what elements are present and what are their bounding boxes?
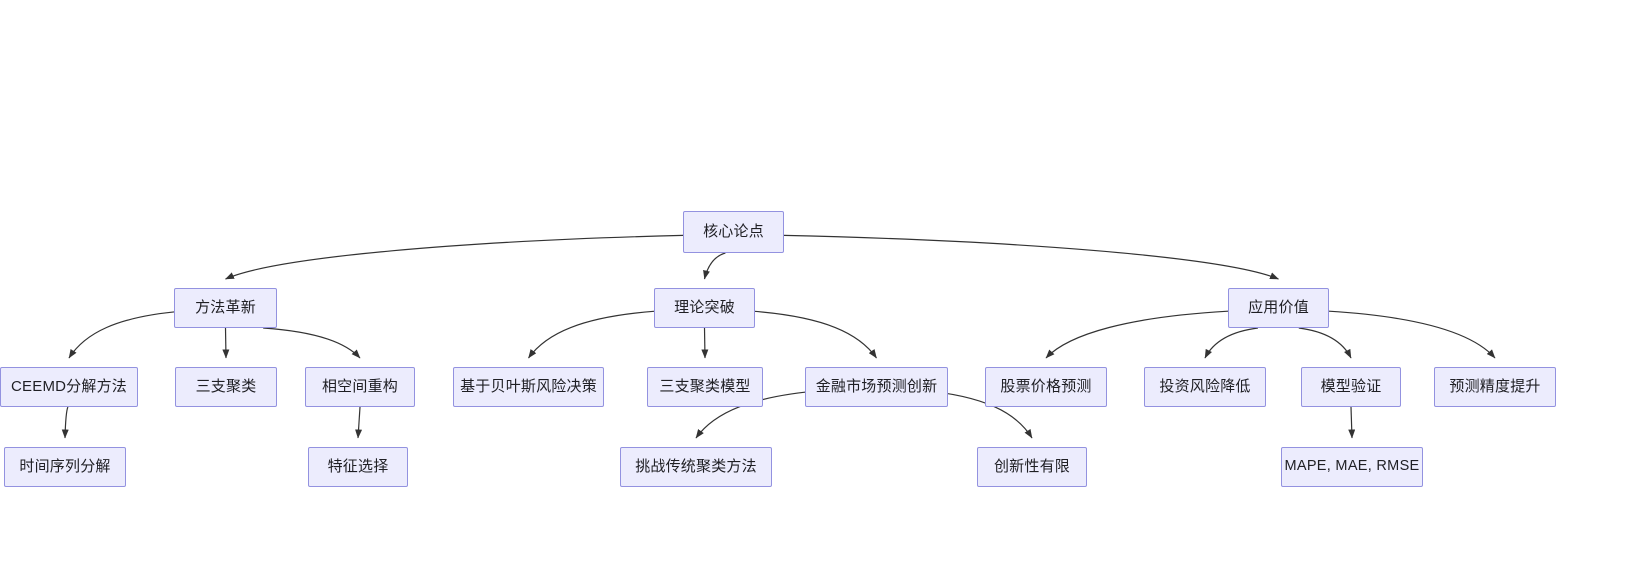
flow-edge-core-to-application — [783, 234, 1279, 280]
flow-edge-phase-to-featsel — [355, 406, 363, 439]
flow-node-bayes[interactable]: 基于贝叶斯风险决策 — [453, 367, 604, 407]
flow-node-core[interactable]: 核心论点 — [683, 211, 784, 253]
flow-edge-method-to-ceemd — [68, 310, 182, 359]
flow-node-label: 模型验证 — [1320, 377, 1382, 395]
flow-node-finance[interactable]: 金融市场预测创新 — [805, 367, 948, 407]
flow-edge-method-to-phase — [263, 327, 361, 359]
flow-node-label: 时间序列分解 — [19, 457, 111, 475]
flow-edge-core-to-method — [225, 234, 684, 280]
flow-node-label: 特征选择 — [327, 457, 389, 475]
flow-node-label: 相空间重构 — [321, 377, 398, 395]
flow-edge-theory-to-bayes — [528, 310, 656, 359]
flow-edge-validate-to-metrics — [1348, 406, 1356, 439]
flow-node-label: 创新性有限 — [993, 457, 1070, 475]
flow-node-metrics[interactable]: MAPE, MAE, RMSE — [1281, 447, 1423, 487]
flow-node-label: 应用价值 — [1248, 298, 1309, 316]
flow-node-featsel[interactable]: 特征选择 — [308, 447, 408, 487]
flow-node-method[interactable]: 方法革新 — [174, 288, 277, 328]
flow-edge-application-to-risk — [1204, 327, 1258, 359]
flow-node-label: 三支聚类 — [195, 377, 257, 395]
flow-node-phase[interactable]: 相空间重构 — [305, 367, 415, 407]
flow-node-stock[interactable]: 股票价格预测 — [985, 367, 1107, 407]
flow-edge-application-to-accuracy — [1328, 310, 1496, 359]
flow-node-label: 预测精度提升 — [1449, 377, 1541, 395]
flow-node-theory[interactable]: 理论突破 — [654, 288, 755, 328]
flow-node-risk[interactable]: 投资风险降低 — [1144, 367, 1266, 407]
flow-node-twmodel[interactable]: 三支聚类模型 — [647, 367, 763, 407]
flow-node-threeway[interactable]: 三支聚类 — [175, 367, 277, 407]
flow-edge-ceemd-to-tsdecomp — [61, 406, 69, 439]
flow-node-label: MAPE, MAE, RMSE — [1284, 458, 1420, 475]
flow-node-ceemd[interactable]: CEEMD分解方法 — [0, 367, 138, 407]
flow-edge-theory-to-twmodel — [701, 327, 709, 359]
flow-node-limited[interactable]: 创新性有限 — [977, 447, 1087, 487]
flow-node-label: 挑战传统聚类方法 — [635, 457, 757, 475]
flow-node-tsdecomp[interactable]: 时间序列分解 — [4, 447, 126, 487]
flow-node-label: 基于贝叶斯风险决策 — [460, 377, 597, 395]
flow-edge-application-to-stock — [1045, 310, 1229, 359]
flow-node-label: 金融市场预测创新 — [815, 377, 938, 395]
flow-edge-theory-to-finance — [752, 310, 877, 359]
flow-node-label: 理论突破 — [674, 298, 735, 316]
flow-node-label: 三支聚类模型 — [659, 377, 751, 395]
flow-node-application[interactable]: 应用价值 — [1228, 288, 1329, 328]
flow-node-label: 投资风险降低 — [1159, 377, 1251, 395]
flow-edge-application-to-validate — [1298, 327, 1352, 359]
flow-node-label: 核心论点 — [703, 222, 764, 240]
flow-node-validate[interactable]: 模型验证 — [1301, 367, 1401, 407]
flow-node-challenge[interactable]: 挑战传统聚类方法 — [620, 447, 772, 487]
flow-node-label: CEEMD分解方法 — [11, 377, 127, 395]
flow-node-accuracy[interactable]: 预测精度提升 — [1434, 367, 1556, 407]
flow-edge-core-to-theory — [703, 252, 726, 280]
flow-edge-method-to-threeway — [222, 327, 230, 359]
flow-node-label: 股票价格预测 — [1000, 377, 1092, 395]
flow-node-label: 方法革新 — [195, 298, 256, 316]
